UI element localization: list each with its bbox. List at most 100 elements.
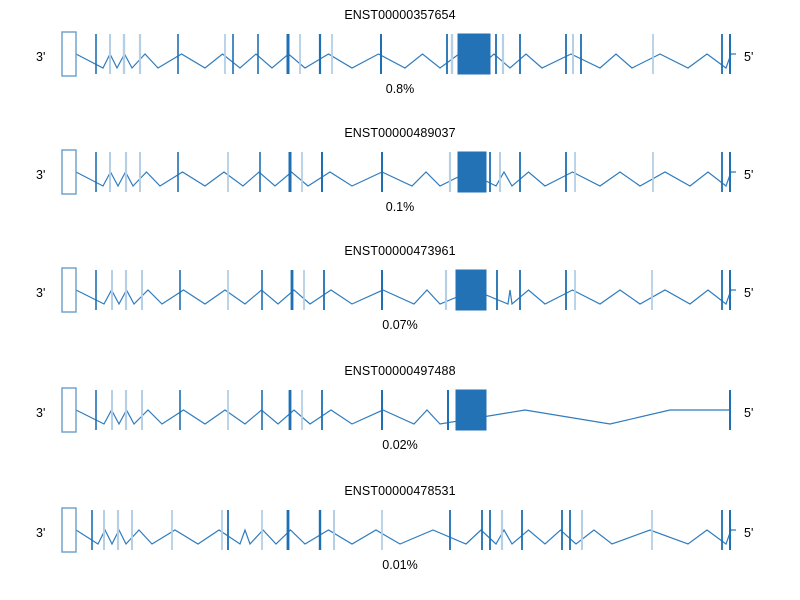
exon-tick — [652, 34, 654, 74]
exon-tick — [286, 510, 290, 550]
exon-tick — [561, 510, 563, 550]
transcript-title: ENST00000489037 — [344, 126, 456, 140]
expression-percent-label: 0.01% — [382, 558, 418, 572]
transcript-track — [0, 504, 800, 558]
exon-tick — [489, 510, 491, 550]
exon-tick — [179, 390, 181, 430]
exon-tick — [109, 152, 111, 192]
exon-tick — [729, 390, 731, 430]
exon-tick — [495, 34, 497, 74]
transcript-title: ENST00000478531 — [344, 484, 456, 498]
exon-tick — [321, 152, 323, 192]
exon-tick — [95, 270, 97, 310]
transcript-title: ENST00000357654 — [344, 8, 456, 22]
exon-tick — [500, 510, 504, 550]
exon-tick — [721, 270, 723, 310]
exon-tick — [301, 152, 303, 192]
exon-tick — [116, 510, 120, 550]
exon-tick — [519, 34, 521, 74]
exon-tick — [257, 34, 259, 74]
exon-tick — [380, 34, 382, 74]
exon-tick — [301, 390, 303, 430]
major-exon-block — [455, 269, 487, 311]
exon-tick — [177, 152, 179, 192]
exon-tick — [95, 390, 97, 430]
exon-tick — [565, 270, 567, 310]
strand-label-5prime: 5' — [744, 168, 754, 182]
exon-tick — [288, 390, 292, 430]
exon-tick — [179, 270, 181, 310]
exon-tick — [227, 390, 229, 430]
exon-tick — [569, 510, 571, 550]
transcript-title: ENST00000497488 — [344, 364, 456, 378]
expression-percent-label: 0.02% — [382, 438, 418, 452]
intron-line — [75, 288, 736, 306]
exon-tick — [729, 34, 731, 74]
exon-tick — [232, 34, 234, 74]
exon-tick — [565, 152, 567, 192]
exon-tick — [721, 152, 723, 192]
exon-tick — [381, 510, 383, 550]
exon-tick — [122, 34, 126, 74]
exon-tick — [381, 152, 383, 192]
transcript-track — [0, 384, 800, 438]
exon-tick — [171, 510, 173, 550]
exon-tick — [323, 270, 325, 310]
exon-tick — [141, 270, 143, 310]
exon-tick — [95, 152, 97, 192]
intron-line — [75, 170, 736, 188]
strand-label-5prime: 5' — [744, 406, 754, 420]
exon-tick — [381, 390, 383, 430]
exon-tick — [227, 510, 229, 550]
exon-tick — [299, 34, 301, 74]
exon-tick — [95, 34, 97, 74]
intron-line — [75, 52, 736, 70]
exon-tick — [651, 270, 653, 310]
exon-tick — [580, 34, 582, 74]
strand-label-5prime: 5' — [744, 526, 754, 540]
exon-tick — [729, 152, 731, 192]
exon-tick — [259, 152, 261, 192]
major-exon-block — [455, 389, 487, 431]
exon-tick — [227, 152, 229, 192]
intron-line — [75, 408, 730, 426]
exon-tick — [652, 152, 654, 192]
exon-tick — [565, 34, 567, 74]
exon-tick — [303, 270, 305, 310]
exon-tick — [286, 34, 290, 74]
exon-tick — [109, 34, 111, 74]
exon-tick — [221, 510, 223, 550]
exon-tick — [448, 152, 452, 192]
exon-tick — [318, 510, 322, 550]
transcript-track — [0, 28, 800, 82]
exon-tick — [496, 270, 498, 310]
strand-label-3prime: 3' — [36, 406, 46, 420]
exon-tick — [481, 510, 483, 550]
expression-percent-label: 0.8% — [385, 82, 415, 96]
exon-tick — [572, 34, 574, 74]
exon-tick — [103, 510, 105, 550]
major-exon-block — [457, 151, 487, 193]
exon-tick — [450, 34, 454, 74]
exon-tick — [651, 510, 653, 550]
exon-tick — [124, 390, 128, 430]
strand-label-3prime: 3' — [36, 526, 46, 540]
exon-tick — [177, 34, 179, 74]
strand-label-5prime: 5' — [744, 50, 754, 64]
exon-tick — [447, 390, 449, 430]
exon-tick — [446, 34, 448, 74]
major-exon-block — [457, 33, 491, 75]
transcript-track — [0, 146, 800, 200]
exon-tick — [111, 270, 113, 310]
exon-tick — [141, 390, 143, 430]
utr-box — [61, 387, 77, 433]
exon-tick — [290, 270, 294, 310]
exon-tick — [519, 270, 521, 310]
transcript-track — [0, 264, 800, 318]
exon-tick — [444, 270, 448, 310]
exon-tick — [318, 34, 322, 74]
